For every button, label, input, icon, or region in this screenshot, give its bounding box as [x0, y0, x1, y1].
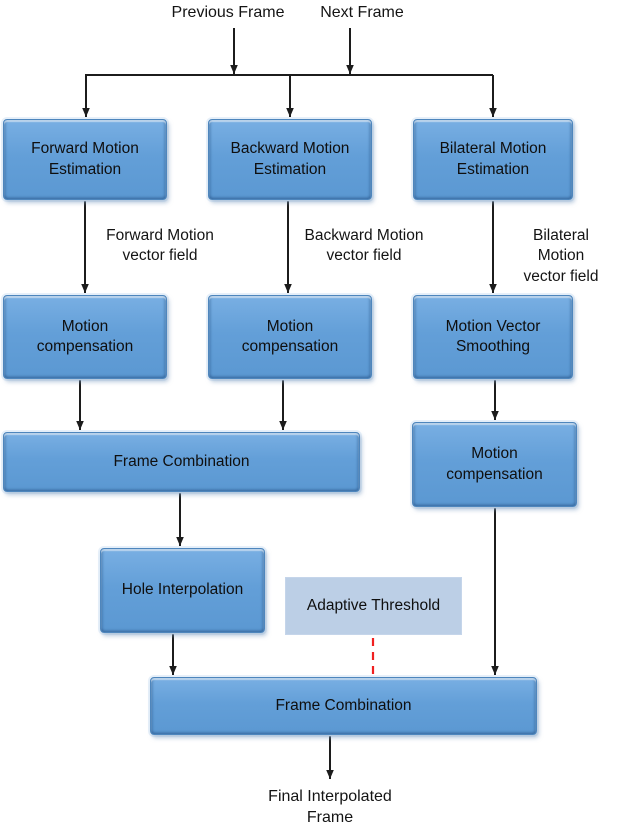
node-forward-motion-estimation: Forward Motion Estimation	[3, 119, 167, 200]
node-label: Hole Interpolation	[121, 581, 244, 599]
node-label: Frame Combination	[113, 452, 250, 470]
node-label: Motion compensation	[241, 317, 339, 355]
previous-frame-label: Previous Frame	[171, 4, 285, 21]
backward-vector-field-label: Backward Motion vector field	[304, 227, 424, 265]
node-motion-compensation-forward: Motion compensation	[3, 295, 167, 379]
node-motion-compensation-bilateral: Motion compensation	[412, 422, 577, 507]
forward-vector-field-label: Forward Motion vector field	[106, 227, 214, 265]
node-label: Forward Motion Estimation	[31, 140, 139, 178]
node-label: Adaptive Threshold	[306, 596, 441, 614]
node-label: Frame Combination	[275, 696, 412, 714]
node-label: Motion compensation	[446, 445, 543, 483]
next-frame-label: Next Frame	[320, 4, 404, 21]
node-label: Motion compensation	[36, 317, 134, 355]
node-hole-interpolation: Hole Interpolation	[100, 548, 265, 633]
node-label: Backward Motion Estimation	[230, 140, 350, 178]
node-label: Bilateral Motion Estimation	[439, 140, 547, 178]
final-interpolated-frame-label: Final Interpolated Frame	[268, 788, 392, 826]
node-motion-vector-smoothing: Motion Vector Smoothing	[413, 295, 573, 379]
node-adaptive-threshold: Adaptive Threshold	[285, 577, 462, 635]
node-frame-combination-final: Frame Combination	[150, 677, 537, 735]
node-backward-motion-estimation: Backward Motion Estimation	[208, 119, 372, 200]
node-label: Motion Vector Smoothing	[445, 317, 541, 355]
node-frame-combination-1: Frame Combination	[3, 432, 360, 492]
node-motion-compensation-backward: Motion compensation	[208, 295, 372, 379]
bilateral-vector-field-label: Bilateral Motion vector field	[523, 227, 599, 285]
node-bilateral-motion-estimation: Bilateral Motion Estimation	[413, 119, 573, 200]
